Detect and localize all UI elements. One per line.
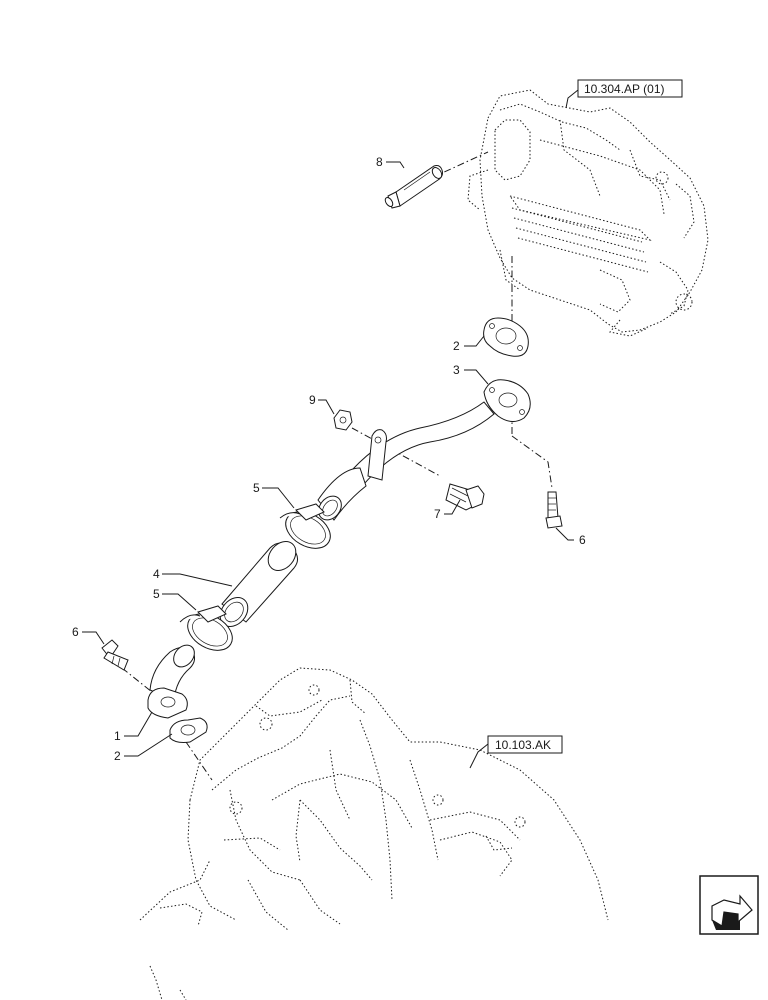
housing-assembly — [139, 667, 609, 1000]
part-6-bolt-left[interactable] — [101, 639, 129, 671]
part-4-hose[interactable] — [215, 536, 302, 632]
center-lines — [121, 151, 553, 781]
part-5-clamp-top[interactable] — [279, 503, 337, 556]
part-9-nut[interactable] — [333, 409, 353, 431]
callout-labels: 8 2 3 9 5 7 6 4 5 6 1 2 — [72, 155, 586, 763]
callout-5-top: 5 — [253, 481, 260, 495]
reference-bottom-label: 10.103.AK — [495, 738, 551, 752]
part-5-clamp-bottom[interactable] — [179, 605, 239, 658]
callout-4: 4 — [153, 567, 160, 581]
leader-lines — [82, 161, 574, 757]
part-8-pin[interactable] — [384, 165, 444, 209]
part-6-bolt-right[interactable] — [545, 491, 563, 529]
callout-8: 8 — [376, 155, 383, 169]
callout-9: 9 — [309, 393, 316, 407]
cooler-assembly — [467, 89, 709, 337]
reference-top-label: 10.304.AP (01) — [584, 82, 665, 96]
callout-5-bottom: 5 — [153, 587, 160, 601]
callout-2-bottom: 2 — [114, 749, 121, 763]
reference-bottom[interactable]: 10.103.AK — [469, 735, 563, 769]
callout-6-right: 6 — [579, 533, 586, 547]
part-3-tube[interactable] — [314, 379, 531, 525]
back-arrow-icon[interactable] — [699, 875, 759, 935]
callout-7: 7 — [434, 507, 441, 521]
reference-top[interactable]: 10.304.AP (01) — [565, 79, 683, 109]
callout-6-left: 6 — [72, 625, 79, 639]
callout-1: 1 — [114, 729, 121, 743]
part-1-elbow[interactable] — [147, 641, 199, 719]
part-7-bolt[interactable] — [445, 483, 485, 511]
callout-3: 3 — [453, 363, 460, 377]
part-2-gasket-bottom[interactable] — [169, 717, 208, 743]
part-2-gasket-top[interactable] — [483, 317, 529, 357]
callout-2-top: 2 — [453, 339, 460, 353]
